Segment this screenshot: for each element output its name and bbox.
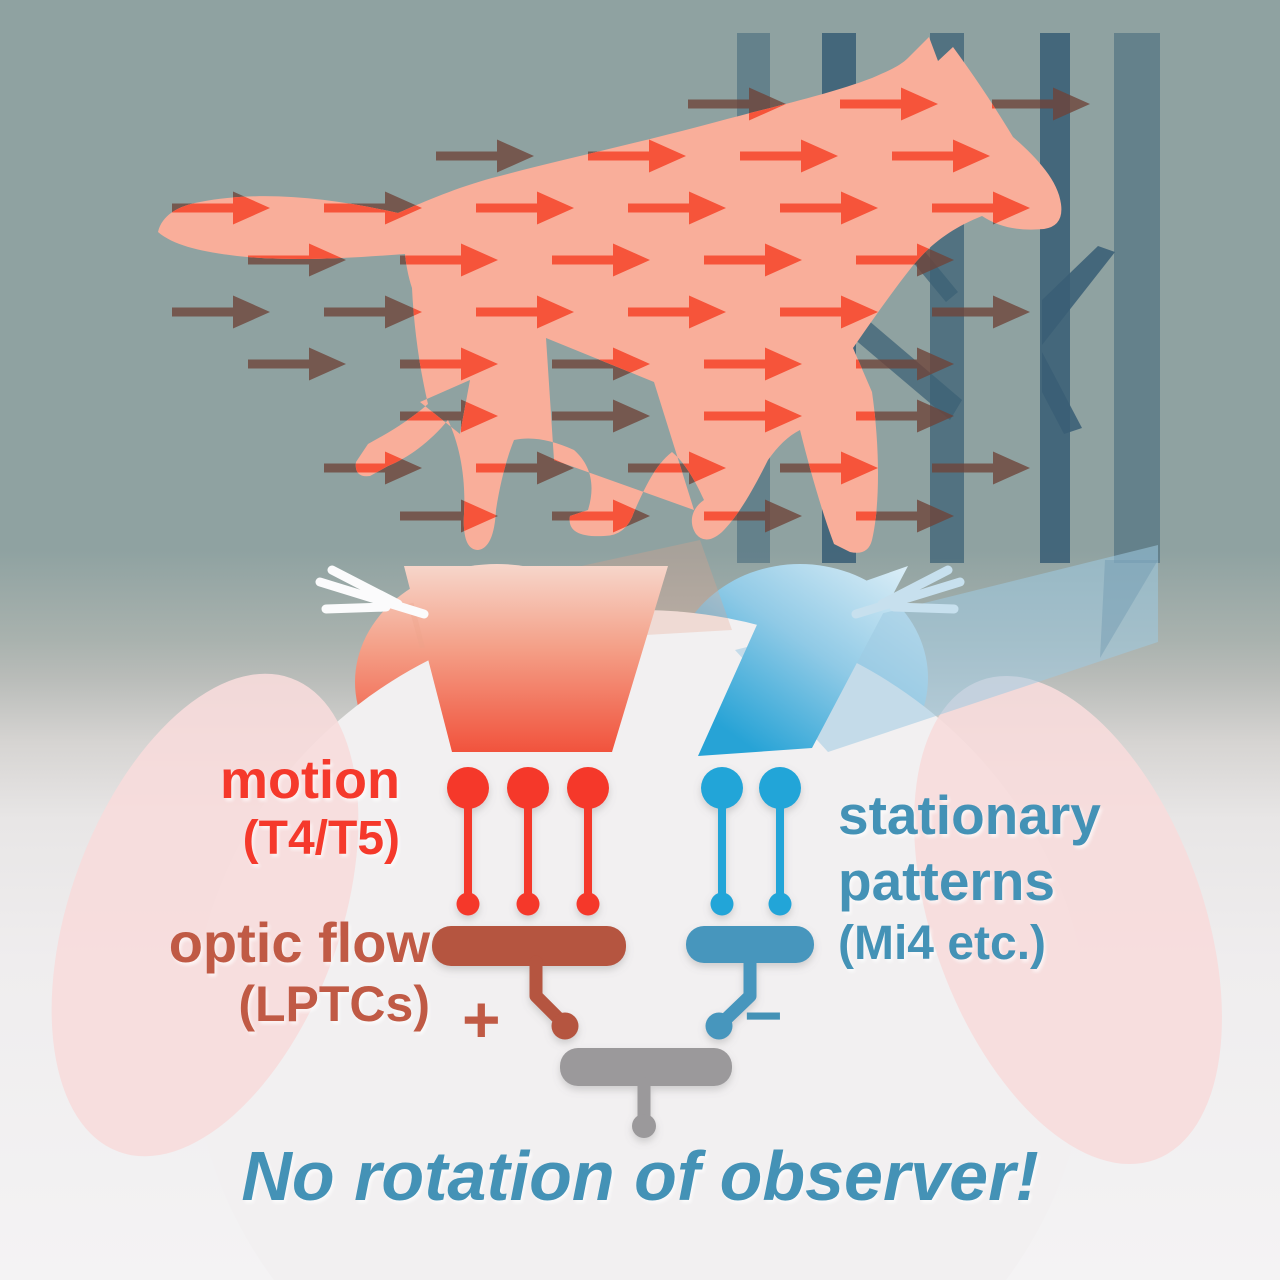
t4t5-pins [447, 767, 609, 916]
flow-arrow-icon [932, 295, 1030, 329]
left-antenna-icon [315, 565, 429, 619]
motion-funnel [404, 566, 668, 752]
mi4-bar [686, 926, 814, 963]
mi4-synapse [717, 953, 757, 1028]
caption-text: No rotation of observer! [241, 1137, 1039, 1215]
flow-arrow-icon [628, 451, 726, 485]
flow-arrow-icon [740, 139, 838, 173]
flow-arrow-icon [780, 191, 878, 225]
mi4-synapse-terminal [705, 1012, 733, 1040]
branch-icon [1042, 352, 1082, 434]
right-antenna-icon [851, 565, 965, 619]
inhibitory-minus-sign: − [744, 978, 783, 1052]
flow-arrow-icon [324, 295, 422, 329]
flow-arrow-icon [172, 295, 270, 329]
flow-arrow-icon [476, 191, 574, 225]
optic-flow-label: optic flow (LPTCs) [88, 912, 430, 1034]
motion-label-sub: (T4/T5) [242, 812, 400, 865]
integrator-terminal [632, 1114, 656, 1138]
flow-arrow-icon [476, 451, 574, 485]
flow-arrow-icon [780, 295, 878, 329]
optic-flow-label-sub: (LPTCs) [238, 976, 430, 1032]
flow-arrow-icon [704, 499, 802, 533]
motion-label-title: motion [220, 750, 400, 810]
flow-arrow-icon [932, 191, 1030, 225]
flow-arrow-icon [840, 87, 938, 121]
flow-arrow-icon [248, 347, 346, 381]
lptc-bar [432, 926, 626, 966]
mi4-pins [701, 767, 801, 916]
flow-arrow-icon [856, 347, 954, 381]
head-body [192, 610, 1088, 1280]
tree-trunk [1114, 33, 1160, 563]
flow-arrow-icon [588, 139, 686, 173]
flow-arrow-icon [628, 191, 726, 225]
lptc-synapse [529, 955, 569, 1029]
left-eye [51, 673, 359, 1157]
right-eye [914, 675, 1222, 1165]
flow-arrow-icon [704, 399, 802, 433]
flow-arrow-icon [932, 451, 1030, 485]
horse-silhouette [158, 37, 1062, 553]
flow-arrow-icon [704, 347, 802, 381]
stationary-beam [735, 545, 1158, 752]
flow-arrow-icon [856, 499, 954, 533]
fly-head [51, 540, 1222, 1280]
flow-arrow-icon [992, 87, 1090, 121]
flow-arrow-icon [552, 399, 650, 433]
flow-arrow-icon [476, 295, 574, 329]
flow-arrow-icon [704, 243, 802, 277]
flow-arrow-icon [856, 399, 954, 433]
flow-arrow-icon [780, 451, 878, 485]
motion-label: motion (T4/T5) [140, 750, 400, 868]
stationary-patterns-sub: (Mi4 etc.) [838, 917, 1047, 970]
flow-arrow-icon [436, 139, 534, 173]
integrator-bar [560, 1048, 732, 1086]
branch-icon [846, 320, 962, 420]
flow-arrow-icon [400, 347, 498, 381]
optic-flow-label-title: optic flow [168, 911, 430, 974]
flow-arrow-icon [552, 243, 650, 277]
neural-circuit [432, 767, 814, 1138]
stationary-patterns-label: stationary patterns (Mi4 etc.) [838, 782, 1101, 974]
flow-arrow-icon [628, 295, 726, 329]
branch-icon [1042, 246, 1115, 345]
lptc-synapse-terminal [551, 1012, 579, 1040]
flow-arrow-icon [892, 139, 990, 173]
flow-arrow-icon [172, 191, 270, 225]
flow-arrow-icon [400, 243, 498, 277]
flow-arrow-icon [552, 499, 650, 533]
excitatory-plus-sign: + [462, 982, 501, 1056]
stationary-patterns-title: stationary patterns [838, 784, 1101, 912]
